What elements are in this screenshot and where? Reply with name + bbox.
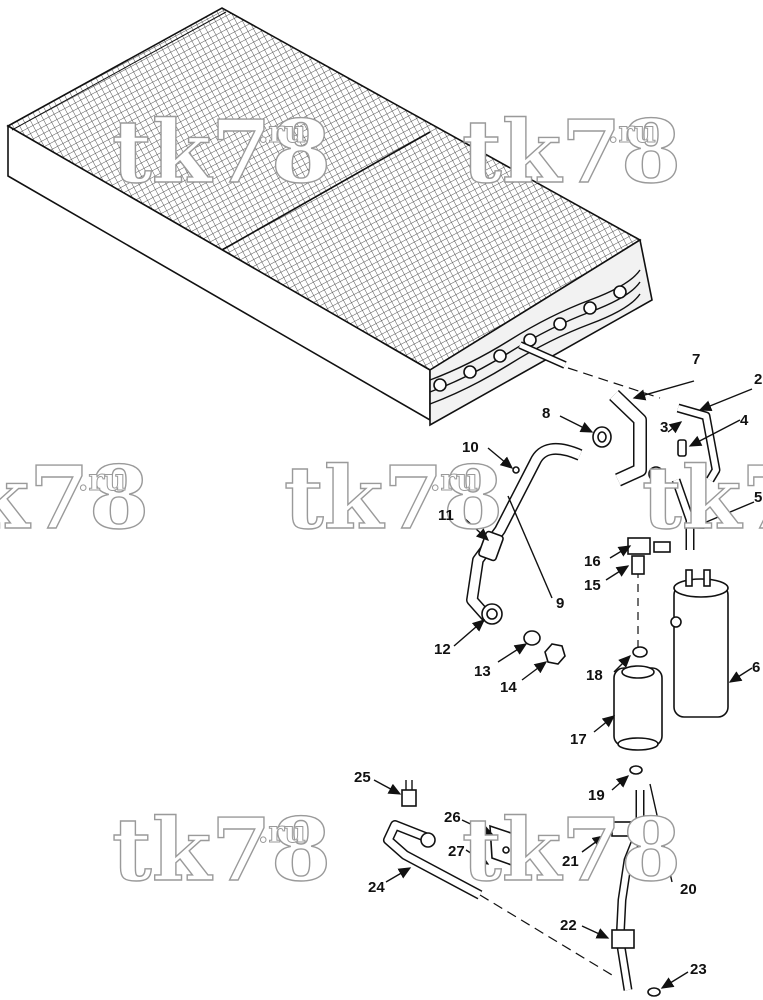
watermark-suffix: .ru — [430, 463, 478, 498]
callout-4: 4 — [740, 412, 749, 429]
watermark-suffix: .ru — [258, 815, 306, 850]
watermark-text: tk78 — [0, 448, 149, 549]
callout-17: 17 — [570, 731, 587, 748]
o-ring-part — [523, 630, 541, 646]
callout-11: 11 — [438, 507, 454, 524]
watermark-suffix: .ru — [78, 463, 126, 498]
callout-labels: 2 3 4 5 6 7 8 9 10 11 12 13 14 15 16 17 … — [354, 351, 762, 978]
callout-21: 21 — [562, 853, 579, 870]
callout-7: 7 — [692, 351, 700, 368]
discharge-tube — [609, 389, 664, 487]
o-ring-18 — [632, 646, 648, 658]
callout-16: 16 — [584, 553, 601, 570]
callout-24: 24 — [368, 879, 385, 896]
watermark-suffix: .ru — [258, 115, 306, 150]
watermark-text: tk78 — [462, 102, 681, 203]
receiver-tank — [670, 569, 729, 718]
grommet-part — [592, 426, 612, 448]
nut-part — [544, 643, 566, 665]
drain-tube — [383, 820, 483, 900]
callout-25: 25 — [354, 769, 371, 786]
callout-6: 6 — [752, 659, 760, 676]
callout-22: 22 — [560, 917, 577, 934]
watermark-text: tk78 — [284, 448, 503, 549]
callout-13: 13 — [474, 663, 491, 680]
watermark-layer: tk78 .ru tk78 .ru tk78 .ru tk78 .ru tk78… — [0, 101, 763, 901]
leader-lines — [373, 380, 755, 989]
callout-18: 18 — [586, 667, 603, 684]
callout-20: 20 — [680, 881, 697, 898]
callout-9: 9 — [556, 595, 564, 612]
bracket — [489, 824, 521, 870]
liquid-line-tube — [671, 403, 721, 550]
callout-5: 5 — [754, 489, 762, 506]
condenser-coil — [6, 7, 653, 427]
o-ring-23 — [647, 987, 661, 997]
callout-14: 14 — [500, 679, 517, 696]
callout-10: 10 — [462, 439, 479, 456]
valve-cap — [401, 780, 417, 807]
discharge-hose — [466, 442, 583, 625]
callout-15: 15 — [584, 577, 601, 594]
callout-12: 12 — [434, 641, 451, 658]
callout-27: 27 — [448, 843, 465, 860]
callout-26: 26 — [444, 809, 461, 826]
watermark-text: tk78 — [112, 102, 331, 203]
liquid-line — [611, 790, 645, 991]
callout-23: 23 — [690, 961, 707, 978]
callout-3: 3 — [660, 419, 668, 436]
filter-drier — [613, 665, 663, 751]
callout-8: 8 — [542, 405, 550, 422]
callout-19: 19 — [588, 787, 605, 804]
o-ring-19 — [629, 765, 643, 775]
watermark-text: tk78 — [462, 800, 681, 901]
callout-2: 2 — [754, 371, 762, 388]
watermark-text: tk78 — [112, 800, 331, 901]
valve-assembly — [627, 537, 671, 575]
plug-part — [677, 439, 687, 457]
watermark-text: tk78 — [642, 448, 763, 549]
watermark-suffix: .ru — [608, 115, 656, 150]
